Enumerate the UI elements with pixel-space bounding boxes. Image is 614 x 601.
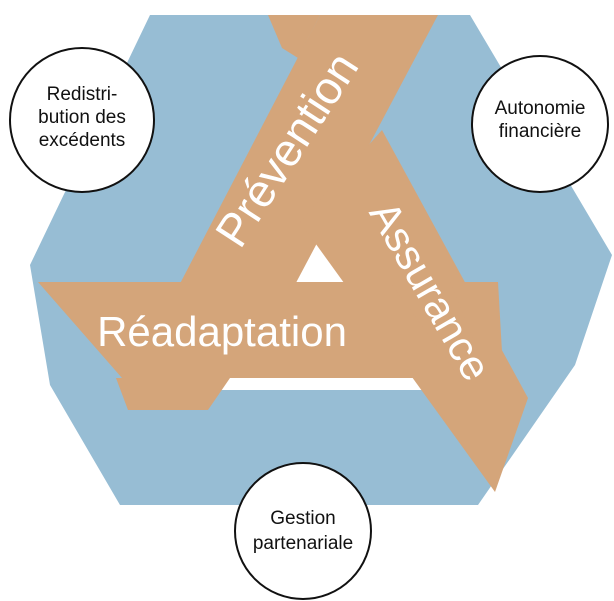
autonomie-line-2: financière — [499, 121, 581, 142]
autonomie-line-1: Autonomie — [495, 98, 586, 119]
band-prevention — [148, 15, 438, 345]
node-redistribution: Redistri- bution des excédents — [9, 47, 155, 193]
gestion-line-1: Gestion — [270, 508, 335, 529]
band-readaptation — [38, 282, 460, 378]
label-readaptation: Réadaptation — [97, 308, 347, 355]
band-prevention-top-fold — [268, 15, 320, 58]
band-assurance — [300, 130, 528, 492]
redistribution-line-2: bution des — [38, 107, 126, 128]
node-gestion: Gestion partenariale — [234, 462, 372, 600]
redistribution-line-3: excédents — [39, 130, 126, 151]
redistribution-line-1: Redistri- — [47, 84, 118, 105]
gestion-line-2: partenariale — [253, 533, 353, 554]
circle-gestion — [234, 462, 372, 600]
circle-autonomie — [471, 55, 609, 193]
band-assurance-fold — [450, 282, 502, 352]
circle-redistribution — [9, 47, 155, 193]
node-autonomie: Autonomie financière — [471, 55, 609, 193]
band-prevention-fold — [116, 378, 230, 410]
